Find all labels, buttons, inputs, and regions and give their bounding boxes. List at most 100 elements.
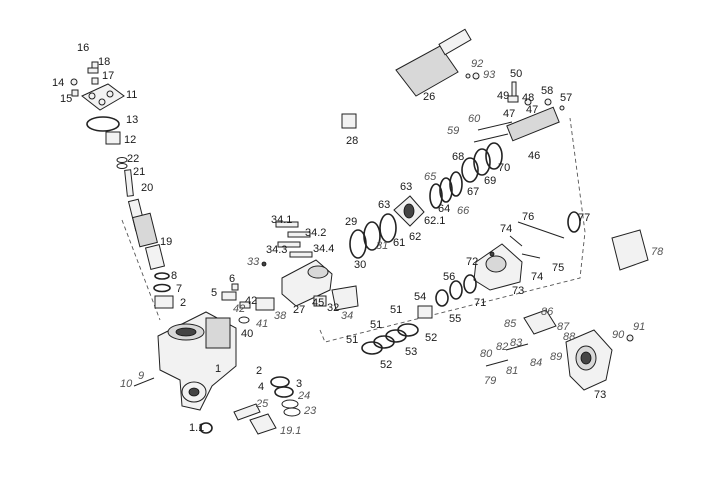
part-34-3-pin	[277, 241, 301, 248]
label-53: 53	[405, 346, 417, 358]
label-24: 24	[297, 390, 310, 402]
label-90: 90	[612, 329, 625, 341]
label-66: 66	[457, 205, 470, 217]
label-63b: 63	[400, 181, 412, 193]
label-31: 31	[376, 240, 388, 252]
label-62-1: 62.1	[424, 215, 445, 227]
label-30: 30	[354, 259, 366, 271]
label-91: 91	[633, 321, 645, 333]
label-22: 22	[127, 153, 139, 165]
steering-housing	[133, 311, 237, 434]
label-57: 57	[560, 92, 572, 104]
label-64: 64	[438, 203, 450, 215]
part-33-ball	[261, 261, 267, 267]
label-16: 16	[77, 42, 89, 54]
part-60-key	[477, 121, 513, 131]
part-55-bushing	[417, 305, 433, 319]
label-10: 10	[120, 378, 133, 390]
part-28-cap	[341, 113, 357, 129]
label-2b: 2	[256, 365, 262, 377]
label-1-1: 1.1	[189, 422, 204, 434]
label-60: 60	[468, 113, 481, 125]
label-68: 68	[452, 151, 464, 163]
part-69-ring	[473, 148, 491, 176]
label-9: 9	[138, 370, 144, 382]
label-47b: 47	[526, 104, 538, 116]
part-21-ring	[116, 163, 128, 169]
part-50-bolt	[511, 81, 517, 97]
label-65: 65	[424, 171, 437, 183]
label-80: 80	[480, 348, 493, 360]
valve-cover-group	[70, 61, 134, 197]
part-68-ring	[461, 157, 479, 183]
piston-group	[261, 221, 359, 311]
part-41-adjuster	[255, 297, 275, 311]
label-42: 42	[245, 295, 257, 307]
label-89: 89	[550, 351, 562, 363]
part-77-ring	[567, 211, 581, 233]
label-34-4: 34.4	[313, 243, 334, 255]
label-25: 25	[255, 398, 269, 410]
label-58: 58	[541, 85, 553, 97]
label-83: 83	[510, 337, 523, 349]
part-20-pin	[124, 169, 134, 197]
label-74b: 74	[531, 271, 543, 283]
part-48-nut	[524, 98, 532, 106]
part-40-ring	[238, 316, 250, 324]
label-51c: 51	[346, 334, 358, 346]
motor-group	[341, 28, 480, 129]
valve-body-group	[485, 309, 634, 391]
part-90-plug	[626, 334, 634, 342]
part-59-key	[473, 133, 509, 143]
part-92-pin	[465, 73, 471, 79]
label-3: 3	[296, 378, 302, 390]
label-15: 15	[60, 93, 72, 105]
label-34-3: 34.3	[266, 244, 287, 256]
label-50: 50	[510, 68, 522, 80]
label-92: 92	[471, 58, 483, 70]
part-26-motor	[395, 45, 459, 97]
pump-body-group	[473, 211, 649, 291]
worm-shaft-group	[473, 81, 565, 143]
label-51a: 51	[390, 304, 402, 316]
label-74a: 74	[500, 223, 512, 235]
label-45: 45	[312, 297, 324, 309]
leader-line-lower-assembly	[319, 117, 586, 343]
part-42-washer	[239, 301, 251, 309]
part-15-bolt	[71, 89, 79, 97]
label-46: 46	[528, 150, 540, 162]
part-65-ring	[439, 177, 453, 203]
label-11: 11	[126, 89, 137, 101]
label-51b: 51	[370, 319, 382, 331]
part-19-1-nut	[249, 413, 277, 435]
part-23-nut	[283, 407, 301, 417]
label-75: 75	[552, 262, 564, 274]
label-34: 34	[341, 310, 353, 322]
label-1: 1	[215, 363, 221, 375]
label-76: 76	[522, 211, 534, 223]
label-26: 26	[423, 91, 435, 103]
label-28: 28	[346, 135, 358, 147]
leader-line-input-shaft	[121, 219, 161, 321]
part-9-bolt	[133, 377, 155, 387]
part-17-washer	[91, 77, 99, 85]
part-79-spring	[485, 359, 509, 367]
part-64-ring	[429, 183, 443, 209]
part-86-block	[523, 309, 557, 335]
label-34-2: 34.2	[305, 227, 326, 239]
part-32-ball-guide	[331, 285, 359, 311]
label-55: 55	[449, 313, 461, 325]
part-61-ring	[379, 213, 397, 243]
part-31-ring	[363, 221, 381, 251]
label-17: 17	[102, 70, 114, 82]
part-57-pin	[559, 105, 565, 111]
part-70-ring	[485, 142, 503, 170]
label-86: 86	[541, 306, 554, 318]
part-67-ring	[449, 171, 463, 197]
label-77: 77	[578, 212, 590, 224]
part-75-screw	[521, 253, 541, 259]
part-78-bracket	[611, 229, 649, 271]
part-3-seal	[270, 376, 290, 388]
label-54: 54	[414, 291, 426, 303]
